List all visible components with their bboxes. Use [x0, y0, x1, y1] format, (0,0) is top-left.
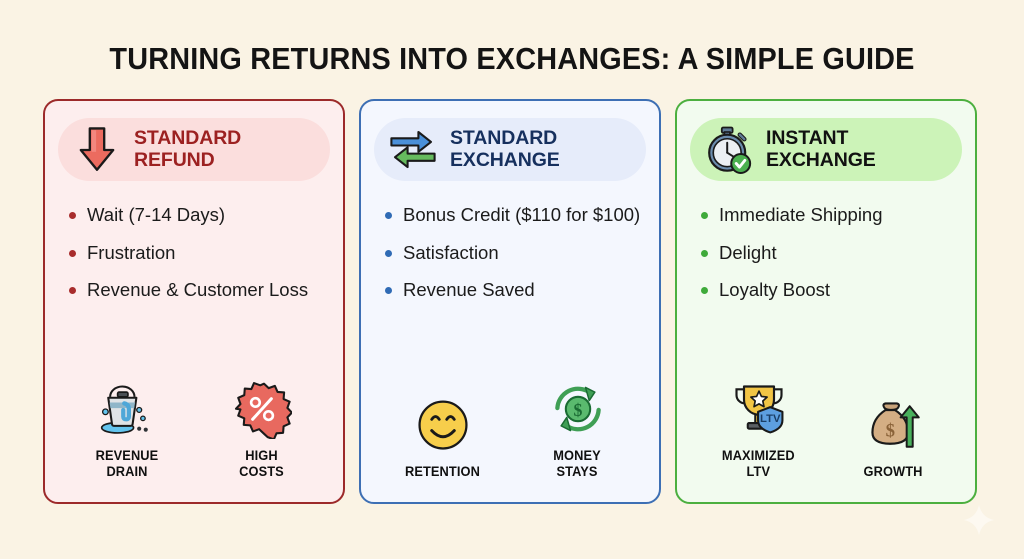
- card-header-text: STANDARD REFUND: [134, 128, 241, 170]
- bullet-item: Loyalty Boost: [699, 279, 961, 302]
- footer-item-money-stays: $ MONEY STAYS: [516, 379, 640, 480]
- header-line-1: INSTANT: [766, 127, 849, 150]
- bullet-item: Wait (7-14 Days): [67, 204, 329, 227]
- header-line-2: EXCHANGE: [450, 148, 560, 171]
- header-line-2: REFUND: [134, 148, 215, 171]
- header-line-1: STANDARD: [450, 127, 558, 150]
- bullet-item: Frustration: [67, 242, 329, 265]
- footer-item-retention: RETENTION: [381, 395, 505, 480]
- bullet-item: Revenue & Customer Loss: [67, 279, 329, 302]
- header-line-2: EXCHANGE: [766, 148, 876, 171]
- footer-label: MAXIMIZED LTV: [722, 448, 795, 480]
- trophy-ltv-shield-icon: LTV: [734, 385, 783, 434]
- footer-label-line-2: DRAIN: [105, 463, 148, 479]
- leaking-bucket-icon: [100, 385, 148, 434]
- footer-label: HIGH COSTS: [239, 448, 284, 480]
- card-footer-standard-refund: REVENUE DRAIN HIGH COSTS: [45, 379, 343, 480]
- smiley-face-icon: [417, 400, 468, 450]
- down-arrow-icon: [79, 126, 115, 171]
- card-row: STANDARD REFUND Wait (7-14 Days) Frustra…: [43, 99, 981, 504]
- footer-item-high-costs: HIGH COSTS: [200, 379, 324, 480]
- card-header-text: STANDARD EXCHANGE: [450, 128, 560, 170]
- footer-label-line-1: GROWTH: [864, 463, 923, 479]
- footer-label-line-1: MONEY: [553, 447, 602, 463]
- footer-label: GROWTH: [864, 464, 923, 480]
- bullet-item: Immediate Shipping: [699, 204, 961, 227]
- bag-dollar-symbol: $: [885, 420, 894, 441]
- bullet-item: Delight: [699, 242, 961, 265]
- card-header-instant-exchange: INSTANT EXCHANGE: [690, 118, 962, 181]
- footer-item-revenue-drain: REVENUE DRAIN: [65, 379, 189, 480]
- footer-label-line-1: MAXIMIZED: [722, 447, 795, 463]
- percent-burst-icon: [234, 381, 292, 439]
- footer-label-line-1: REVENUE: [95, 447, 158, 463]
- card-header-standard-refund: STANDARD REFUND: [58, 118, 330, 181]
- footer-label: REVENUE DRAIN: [95, 448, 158, 480]
- footer-label: RETENTION: [405, 464, 480, 480]
- money-cycle-icon: $: [554, 386, 601, 431]
- bullet-item: Revenue Saved: [383, 279, 645, 302]
- card-footer-standard-exchange: RETENTION $ MONEY STAYS: [361, 379, 659, 480]
- card-instant-exchange: INSTANT EXCHANGE Immediate Shipping Deli…: [675, 99, 977, 504]
- footer-label-line-2: LTV: [746, 463, 771, 479]
- shield-ltv-label: LTV: [760, 413, 781, 425]
- footer-label-line-2: COSTS: [239, 463, 284, 479]
- footer-label: MONEY STAYS: [554, 448, 602, 480]
- bullet-list-standard-refund: Wait (7-14 Days) Frustration Revenue & C…: [67, 204, 329, 317]
- card-standard-exchange: STANDARD EXCHANGE Bonus Credit ($110 for…: [359, 99, 661, 504]
- sparkle-watermark-icon: [963, 504, 995, 536]
- card-header-text: INSTANT EXCHANGE: [766, 128, 876, 170]
- bullet-list-instant-exchange: Immediate Shipping Delight Loyalty Boost: [699, 204, 961, 317]
- stopwatch-check-icon: [708, 126, 752, 174]
- bullet-item: Bonus Credit ($110 for $100): [383, 204, 645, 227]
- coin-dollar-symbol: $: [573, 400, 582, 420]
- card-header-standard-exchange: STANDARD EXCHANGE: [374, 118, 646, 181]
- card-footer-instant-exchange: LTV MAXIMIZED LTV $ GROWTH: [677, 379, 975, 480]
- page-title: TURNING RETURNS INTO EXCHANGES: A SIMPLE…: [109, 41, 915, 76]
- bullet-list-standard-exchange: Bonus Credit ($110 for $100) Satisfactio…: [383, 204, 645, 317]
- footer-label-line-1: HIGH: [245, 447, 278, 463]
- money-bag-growth-icon: $: [870, 402, 920, 448]
- footer-label-line-2: STAYS: [556, 463, 599, 479]
- footer-item-growth: $ GROWTH: [832, 395, 956, 480]
- footer-item-maximized-ltv: LTV MAXIMIZED LTV: [697, 379, 821, 480]
- bullet-item: Satisfaction: [383, 242, 645, 265]
- footer-label-line-1: RETENTION: [405, 463, 480, 479]
- header-line-1: STANDARD: [134, 127, 242, 150]
- two-way-arrows-icon: [390, 130, 436, 168]
- card-standard-refund: STANDARD REFUND Wait (7-14 Days) Frustra…: [43, 99, 345, 504]
